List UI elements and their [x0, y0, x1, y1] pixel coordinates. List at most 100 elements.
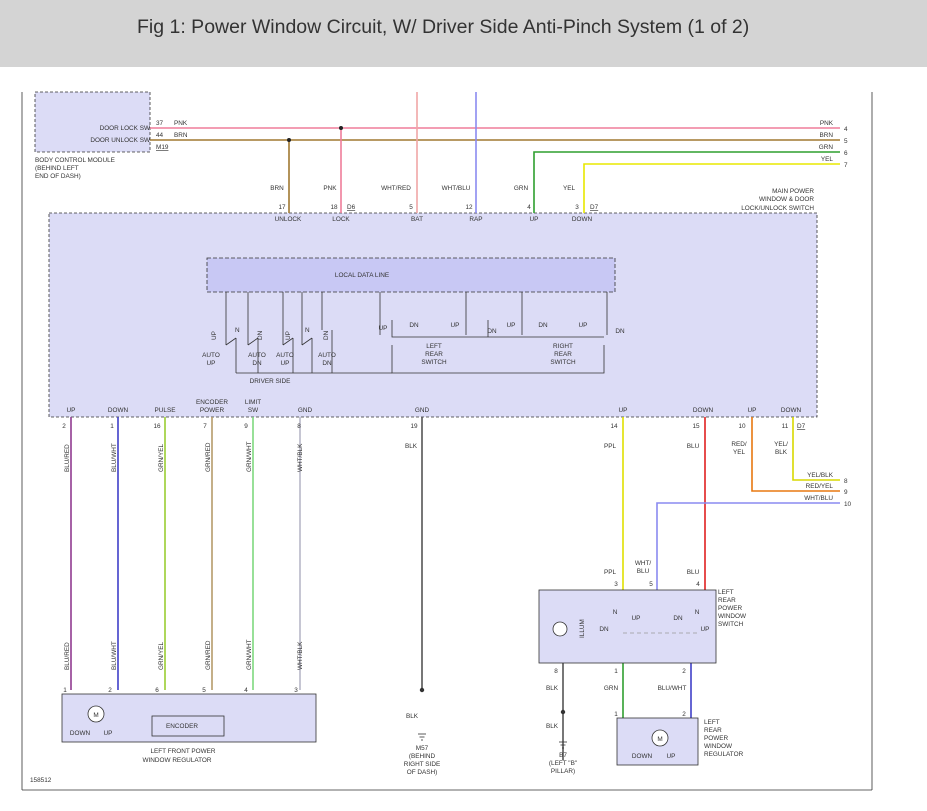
text-t_reg_lab2: WINDOW REGULATOR	[143, 757, 212, 764]
text-t_ds_dn2: DN	[323, 330, 330, 340]
text-t_w_blured: BLU/RED	[64, 444, 71, 472]
text-t_b_down: DOWN	[108, 407, 129, 414]
text-t_down_t: DOWN	[572, 216, 593, 223]
text-t_b_gnd1: GND	[298, 407, 313, 414]
text-t_bp9: 9	[244, 423, 248, 430]
text-t_lr_reg_p2: 2	[682, 711, 686, 718]
text-t_lrreg_lab3: POWER	[704, 735, 729, 742]
text-t_ds_autoup1: AUTO	[202, 352, 220, 359]
text-t_d6: D6	[347, 204, 356, 211]
text-t_ls_lab3: POWER	[718, 605, 743, 612]
text-t_w_ppl: PPL	[604, 443, 617, 450]
wire-wht-blu-lower	[656, 502, 840, 590]
text-t_bp16: 16	[153, 423, 161, 430]
text-t_b_up: UP	[67, 407, 76, 414]
text-t_reg_lab1: LEFT FRONT POWER	[150, 748, 215, 755]
splice-dot	[287, 138, 291, 142]
text-t_37: 37	[156, 120, 164, 127]
text-t_ls_up1: UP	[632, 615, 641, 622]
text-t_reg_enc: ENCODER	[166, 723, 198, 730]
text-t_grn_v: GRN	[514, 185, 529, 192]
text-t_b7_2: (LEFT "B"	[549, 760, 577, 767]
text-t_m57_1: M57	[416, 745, 429, 752]
text-t_ldl: LOCAL DATA LINE	[335, 272, 389, 279]
text-t_ds_dn1: DN	[257, 330, 264, 340]
text-t_m57_3: RIGHT SIDE	[404, 761, 440, 768]
text-t_ls_lab2: REAR	[718, 597, 736, 604]
body-control-module	[34, 91, 151, 153]
text-t_w_blk: BLK	[405, 443, 418, 450]
wire-yel-blk	[792, 417, 840, 481]
text-t_w_redyel2: YEL	[733, 449, 746, 456]
text-t_ds_n1: N	[235, 327, 240, 334]
text-t_r9: 9	[844, 489, 848, 496]
text-t_brn_r: BRN	[820, 132, 834, 139]
wire-red-yel	[751, 417, 840, 492]
text-t_b7_blk: BLK	[546, 723, 559, 730]
text-t_w_yelblk2: BLK	[775, 449, 788, 456]
text-t_ds_label: DRIVER SIDE	[250, 378, 291, 385]
text-t_ls_dn2: DN	[673, 615, 683, 622]
text-t_ls_n1: N	[613, 609, 618, 616]
text-t_b_down2: DOWN	[693, 407, 714, 414]
text-t_ls_p8: 8	[554, 668, 558, 675]
text-t_lrreg_lab1: LEFT	[704, 719, 720, 726]
text-t_w_yelblk1: YEL/	[774, 441, 788, 448]
text-t_5: 5	[844, 138, 848, 145]
text-t_rr_dn2: DN	[615, 328, 625, 335]
text-t_6: 6	[844, 150, 848, 157]
ground-m57	[418, 687, 426, 741]
text-t_reg_p5: 5	[202, 687, 206, 694]
text-t_w2_grnred: GRN/RED	[205, 640, 212, 670]
text-t_ls_bluwht: BLU/WHT	[658, 685, 687, 692]
text-t_w2_grnwht: GRN/WHT	[246, 639, 253, 670]
text-t_yel_v: YEL	[563, 185, 576, 192]
text-t_ls_dn1: DN	[599, 626, 609, 633]
text-t_ds_up2: UP	[285, 331, 292, 340]
text-t_p4: 4	[527, 204, 531, 211]
figure-header: Fig 1: Power Window Circuit, W/ Driver S…	[0, 0, 927, 67]
text-t_4: 4	[844, 126, 848, 133]
text-t_ls_n2: N	[695, 609, 700, 616]
text-t_p17: 17	[278, 204, 286, 211]
text-t_bp11: 11	[782, 423, 789, 430]
text-t_ls_ppl: PPL	[604, 569, 617, 576]
text-t_up_t: UP	[530, 216, 539, 223]
text-t_b7_1: B7	[559, 752, 567, 759]
text-t_w_grnyel: GRN/YEL	[158, 443, 165, 472]
text-t_p18: 18	[330, 204, 338, 211]
text-t_b_lim2: SW	[248, 407, 259, 414]
left-rear-power-window-switch	[538, 589, 717, 664]
text-t_unlock: UNLOCK	[275, 216, 302, 223]
text-t_rr_lab1: RIGHT	[553, 343, 573, 350]
text-t_w2_whtblk: WHT/BLK	[297, 641, 304, 670]
text-t_lr_lab3: SWITCH	[421, 359, 447, 366]
text-t_ds_autodn1: AUTO	[248, 352, 266, 359]
text-t_r10: 10	[844, 501, 852, 508]
text-t_b_gnd2: GND	[415, 407, 430, 414]
illum-lamp-symbol	[552, 621, 568, 637]
text-t_rap: RAP	[469, 216, 482, 223]
text-t_brn_v: BRN	[270, 185, 284, 192]
text-t_ls_blk: BLK	[546, 685, 559, 692]
text-t_ds_autodn2: DN	[252, 360, 262, 367]
main-power-window-switch	[48, 212, 818, 418]
text-t_p12: 12	[465, 204, 473, 211]
text-t_7: 7	[844, 162, 848, 169]
text-t_r8: 8	[844, 478, 848, 485]
text-t_r_yelblk: YEL/BLK	[807, 472, 834, 479]
text-t_yel_r: YEL	[821, 156, 834, 163]
text-t_lr_dn2: DN	[487, 328, 497, 335]
text-t_ds_autodn4: DN	[322, 360, 332, 367]
text-t_ds_n2: N	[305, 327, 310, 334]
text-t_ls_grn: GRN	[604, 685, 619, 692]
text-t_lr_reg_m: M	[657, 736, 662, 743]
text-t_whtblu_v: WHT/BLU	[442, 185, 471, 192]
rear-regulator-motor-symbol	[651, 729, 669, 747]
text-t_bp1: 1	[110, 423, 114, 430]
wire-yel	[583, 163, 840, 213]
text-t_lr_reg_down: DOWN	[632, 753, 653, 760]
text-t_w_grnwht: GRN/WHT	[246, 441, 253, 472]
rear-switch-blocks	[379, 292, 608, 374]
text-t_bp10: 10	[738, 423, 746, 430]
